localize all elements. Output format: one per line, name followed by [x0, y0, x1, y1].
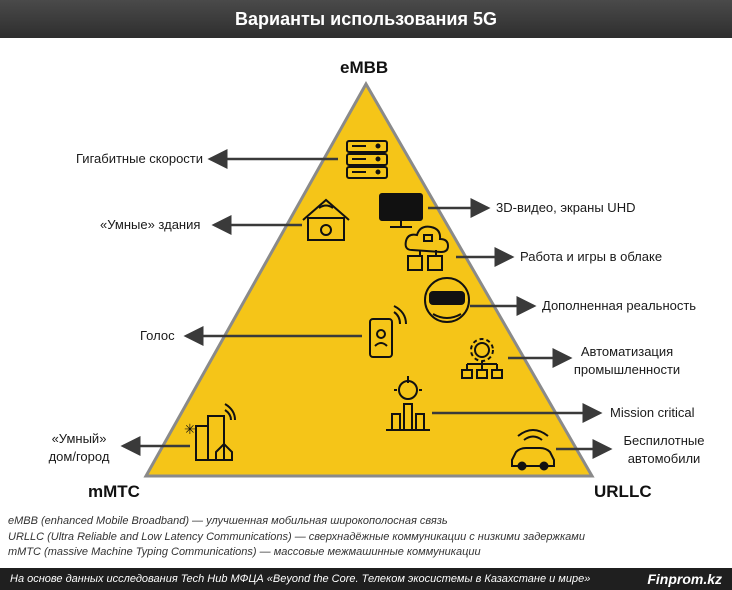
- label-drones: Беспилотные автомобили: [623, 433, 705, 466]
- header-bar: Варианты использования 5G: [0, 0, 732, 38]
- label-mission: Mission critical: [610, 405, 695, 420]
- smart-building-icon: [302, 198, 350, 241]
- footer-bar: На основе данных исследования Tech Hub М…: [0, 568, 732, 590]
- footer-source: На основе данных исследования Tech Hub М…: [10, 573, 591, 585]
- cloud-icon: [404, 225, 450, 271]
- label-automation: Автоматизация промышленности: [573, 344, 681, 377]
- pyramid-triangle: [143, 80, 595, 478]
- mission-critical-icon: [386, 376, 430, 431]
- diagram: ✳ eMBB mMTC URLLC Гигабитные скорости «У…: [0, 38, 732, 510]
- label-gigabit: Гигабитные скорости: [76, 151, 204, 166]
- smart-city-icon: ✳: [184, 403, 236, 461]
- vertex-mmtc: mMTC: [88, 482, 140, 501]
- pyramid-diagram: ✳: [120, 80, 613, 478]
- svg-text:✳: ✳: [184, 421, 196, 437]
- brand-logo[interactable]: Finprom.kz: [647, 571, 722, 587]
- page-title: Варианты использования 5G: [235, 8, 497, 29]
- label-smart-buildings: «Умные» здания: [100, 217, 201, 232]
- label-voice: Голос: [140, 328, 175, 343]
- label-ar: Дополненная реальность: [542, 298, 697, 313]
- label-smart-home: «Умный» дом/город: [48, 431, 110, 464]
- ar-headset-icon: [424, 277, 470, 323]
- monitor-icon: [379, 193, 423, 228]
- phone-icon: [369, 305, 407, 358]
- legend-mmtc: mMTC (massive Machine Typing Communicati…: [8, 546, 481, 558]
- server-icon: [346, 140, 388, 179]
- automation-gear-icon: [461, 338, 503, 379]
- vertex-urllc: URLLC: [594, 482, 652, 501]
- legend: eMBB (enhanced Mobile Broadband) — улучш…: [8, 514, 585, 561]
- legend-urllc: URLLC (Ultra Reliable and Low Latency Co…: [8, 530, 585, 543]
- autonomous-car-icon: [511, 429, 555, 471]
- label-video3d: 3D-видео, экраны UHD: [496, 200, 636, 215]
- label-cloud: Работа и игры в облаке: [520, 249, 663, 264]
- vertex-embb: eMBB: [340, 58, 389, 77]
- legend-embb: eMBB (enhanced Mobile Broadband) — улучш…: [8, 515, 448, 527]
